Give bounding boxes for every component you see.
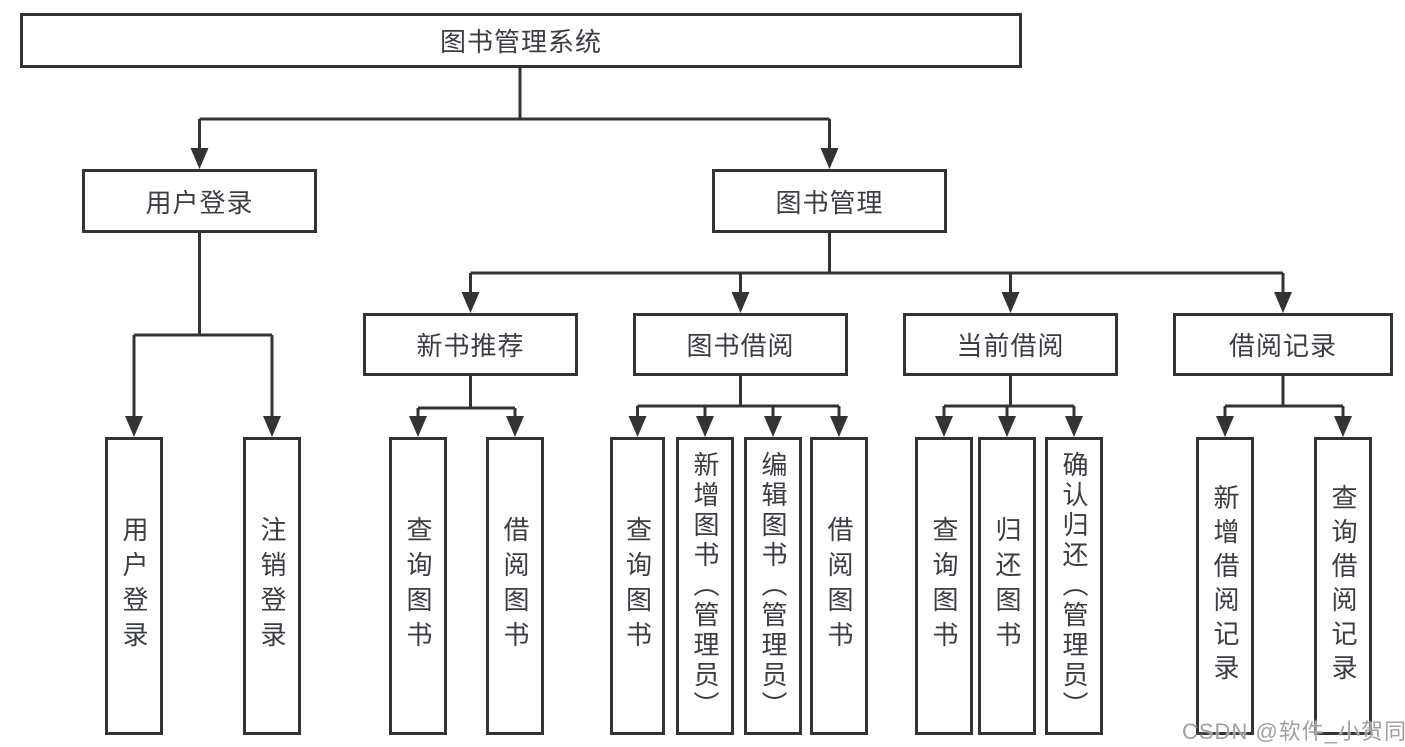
node-root-label: 图书管理系统 bbox=[439, 27, 602, 57]
node-book-borrowing-label: 图书借阅 bbox=[686, 331, 795, 361]
leaf-return-book-label: 归还图书 bbox=[992, 516, 1022, 656]
leaf-query-book-rec: 查询图书 bbox=[389, 437, 447, 735]
node-root: 图书管理系统 bbox=[20, 13, 1022, 68]
leaf-confirm-return-admin: 确认归还（管理员） bbox=[1045, 437, 1103, 735]
leaf-logout: 注销登录 bbox=[243, 437, 301, 735]
leaf-user-login-label: 用户登录 bbox=[119, 516, 149, 656]
leaf-query-book-borrow-label: 查询图书 bbox=[622, 516, 653, 656]
node-current-borrowing: 当前借阅 bbox=[903, 313, 1118, 376]
leaf-query-borrow-record-label: 查询借阅记录 bbox=[1328, 484, 1358, 688]
arrowheads bbox=[125, 119, 1352, 437]
leaf-query-book-current-label: 查询图书 bbox=[929, 516, 959, 656]
node-borrowing-records: 借阅记录 bbox=[1173, 313, 1393, 376]
node-user-login: 用户登录 bbox=[82, 169, 317, 233]
node-book-management-label: 图书管理 bbox=[775, 187, 884, 218]
node-user-login-label: 用户登录 bbox=[145, 187, 254, 218]
node-current-borrowing-label: 当前借阅 bbox=[956, 331, 1065, 361]
leaf-borrow-book-rec: 借阅图书 bbox=[486, 437, 544, 735]
leaf-add-book-admin-label: 新增图书（管理员） bbox=[690, 451, 720, 721]
leaf-query-book-current: 查询图书 bbox=[915, 437, 973, 735]
leaf-query-borrow-record: 查询借阅记录 bbox=[1314, 437, 1372, 735]
leaf-edit-book-admin-label: 编辑图书（管理员） bbox=[758, 451, 788, 721]
leaf-borrow-book-rec-label: 借阅图书 bbox=[500, 516, 530, 656]
node-borrowing-records-label: 借阅记录 bbox=[1228, 331, 1337, 361]
leaf-query-book-borrow: 查询图书 bbox=[610, 437, 665, 735]
leaf-return-book: 归还图书 bbox=[978, 437, 1036, 735]
tree-edges bbox=[134, 68, 1343, 410]
node-book-borrowing: 图书借阅 bbox=[633, 313, 848, 376]
node-new-book-recommend-label: 新书推荐 bbox=[416, 331, 525, 361]
leaf-borrow-book-label: 借阅图书 bbox=[824, 516, 854, 656]
leaf-user-login: 用户登录 bbox=[105, 437, 163, 735]
leaf-add-borrow-record: 新增借阅记录 bbox=[1196, 437, 1254, 735]
leaf-edit-book-admin: 编辑图书（管理员） bbox=[744, 437, 802, 735]
node-book-management: 图书管理 bbox=[712, 169, 947, 233]
leaf-logout-label: 注销登录 bbox=[257, 516, 287, 656]
leaf-borrow-book: 借阅图书 bbox=[810, 437, 868, 735]
leaf-add-book-admin: 新增图书（管理员） bbox=[676, 437, 734, 735]
leaf-query-book-rec-label: 查询图书 bbox=[403, 516, 433, 656]
node-new-book-recommend: 新书推荐 bbox=[363, 313, 578, 376]
leaf-confirm-return-admin-label: 确认归还（管理员） bbox=[1059, 451, 1089, 721]
leaf-add-borrow-record-label: 新增借阅记录 bbox=[1210, 484, 1240, 688]
watermark: CSDN @软件_小贺同学 bbox=[1182, 719, 1405, 744]
